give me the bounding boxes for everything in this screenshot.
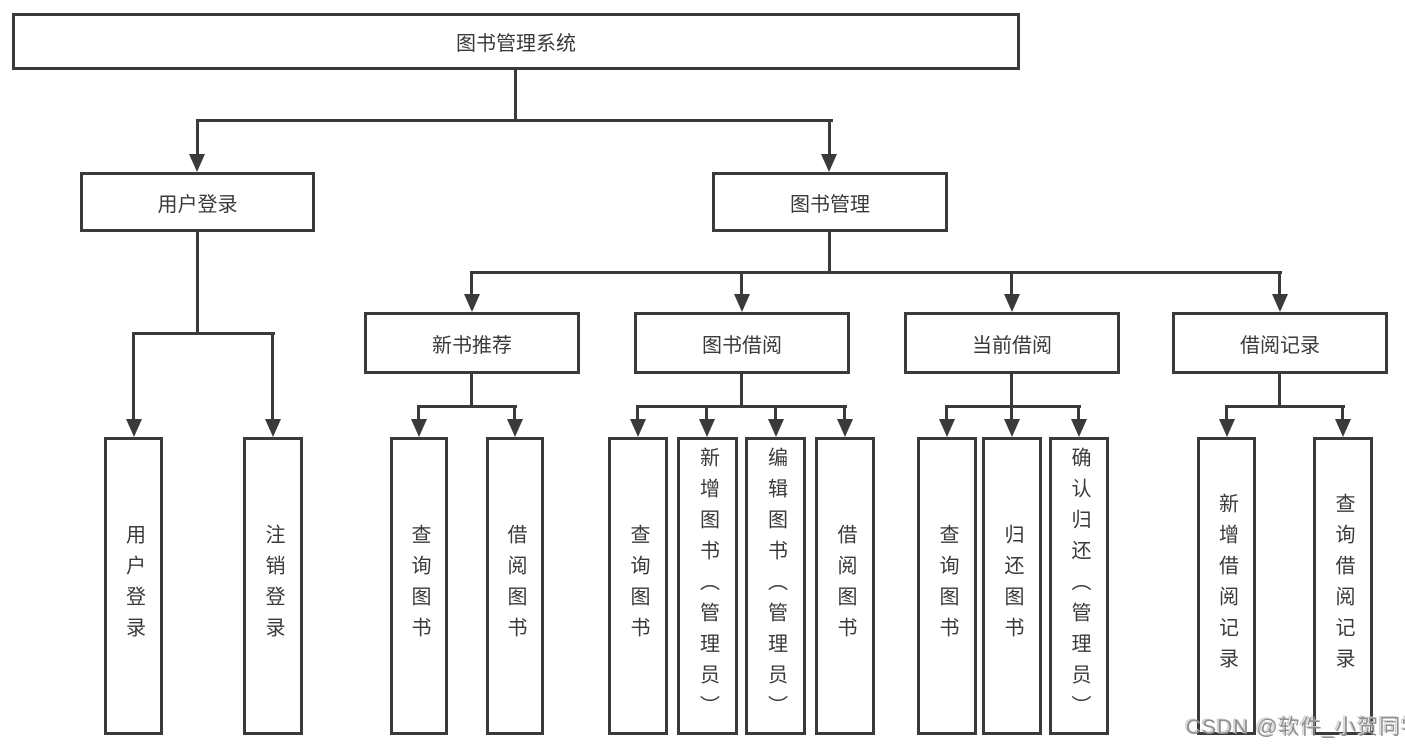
connector-line [196, 119, 199, 157]
leaf-borrow-add-books-admin: 新增图书（管理员） [677, 437, 738, 735]
arrow-down-icon [1219, 419, 1235, 437]
arrow-down-icon [411, 419, 427, 437]
connector-line [513, 405, 516, 421]
node-label: 用户登录 [157, 193, 238, 216]
arrow-down-icon [1335, 419, 1351, 437]
node-label: 查询图书 [936, 524, 958, 648]
node-label: 图书借阅 [702, 334, 782, 357]
node-label: 新增借阅记录 [1215, 493, 1238, 679]
node-label: 归还图书 [1001, 524, 1023, 648]
node-root: 图书管理系统 [12, 13, 1020, 70]
connector-line [636, 405, 847, 408]
connector-line [945, 405, 948, 421]
connector-line [271, 332, 274, 421]
connector-line [1010, 405, 1013, 421]
leaf-current-query-books: 查询图书 [917, 437, 977, 735]
connector-line [417, 405, 420, 421]
connector-line [1010, 374, 1013, 407]
node-label: 编辑图书（管理员） [764, 446, 787, 726]
connector-line [774, 405, 777, 421]
arrow-down-icon [734, 294, 750, 312]
connector-line [740, 374, 743, 407]
arrow-down-icon [1272, 294, 1288, 312]
arrow-down-icon [265, 419, 281, 437]
connector-line [417, 405, 517, 408]
arrow-down-icon [768, 419, 784, 437]
arrow-down-icon [939, 419, 955, 437]
leaf-logout: 注销登录 [243, 437, 303, 735]
arrow-down-icon [837, 419, 853, 437]
node-label: 查询借阅记录 [1332, 493, 1354, 679]
node-new-book-recommend: 新书推荐 [364, 312, 580, 374]
connector-line [470, 374, 473, 407]
connector-line [1278, 271, 1281, 297]
node-label: 查询图书 [408, 524, 430, 648]
node-borrow-record: 借阅记录 [1172, 312, 1388, 374]
connector-line [470, 271, 1282, 274]
connector-line [196, 232, 199, 334]
connector-line [828, 119, 831, 157]
node-label: 当前借阅 [972, 334, 1052, 357]
leaf-current-return-books: 归还图书 [982, 437, 1042, 735]
leaf-record-query-borrow-record: 查询借阅记录 [1313, 437, 1373, 735]
connector-line [1010, 271, 1013, 297]
arrow-down-icon [189, 154, 205, 172]
arrow-down-icon [1071, 419, 1087, 437]
connector-line [196, 119, 833, 122]
arrow-down-icon [464, 294, 480, 312]
leaf-user-login: 用户登录 [104, 437, 163, 735]
leaf-borrow-borrow-books: 借阅图书 [815, 437, 875, 735]
connector-line [705, 405, 708, 421]
connector-line [470, 271, 473, 297]
node-label: 图书管理系统 [456, 33, 576, 55]
connector-line [1077, 405, 1080, 421]
node-label: 新增图书（管理员） [696, 446, 719, 726]
connector-line [132, 332, 135, 421]
connector-line [945, 405, 1081, 408]
leaf-record-add-borrow-record: 新增借阅记录 [1197, 437, 1256, 735]
node-current-borrow: 当前借阅 [904, 312, 1120, 374]
leaf-current-confirm-return-admin: 确认归还（管理员） [1049, 437, 1109, 735]
node-label: 用户登录 [122, 524, 145, 648]
node-label: 借阅记录 [1240, 334, 1320, 357]
connector-line [1278, 374, 1281, 407]
arrow-down-icon [1004, 294, 1020, 312]
connector-line [1225, 405, 1228, 421]
node-label: 新书推荐 [432, 334, 512, 357]
node-label: 借阅图书 [504, 524, 526, 648]
connector-line [1225, 405, 1345, 408]
node-user-login: 用户登录 [80, 172, 315, 232]
arrow-down-icon [126, 419, 142, 437]
leaf-borrow-query-books: 查询图书 [608, 437, 668, 735]
connector-line [1341, 405, 1344, 421]
node-label: 查询图书 [627, 524, 649, 648]
leaf-borrow-edit-books-admin: 编辑图书（管理员） [745, 437, 806, 735]
leaf-recommend-query-books: 查询图书 [390, 437, 448, 735]
node-label: 注销登录 [262, 524, 284, 648]
arrow-down-icon [821, 154, 837, 172]
connector-line [828, 232, 831, 274]
connector-line [636, 405, 639, 421]
node-label: 确认归还（管理员） [1068, 446, 1090, 726]
node-label: 图书管理 [790, 193, 870, 216]
connector-line [514, 70, 517, 122]
leaf-recommend-borrow-books: 借阅图书 [486, 437, 544, 735]
arrow-down-icon [507, 419, 523, 437]
node-book-borrow: 图书借阅 [634, 312, 850, 374]
arrow-down-icon [630, 419, 646, 437]
node-book-management: 图书管理 [712, 172, 948, 232]
connector-line [132, 332, 275, 335]
connector-line [740, 271, 743, 297]
arrow-down-icon [1004, 419, 1020, 437]
csdn-watermark: CSDN @软件_小贺同学 [1186, 716, 1405, 739]
node-label: 借阅图书 [834, 524, 856, 648]
arrow-down-icon [699, 419, 715, 437]
connector-line [843, 405, 846, 421]
